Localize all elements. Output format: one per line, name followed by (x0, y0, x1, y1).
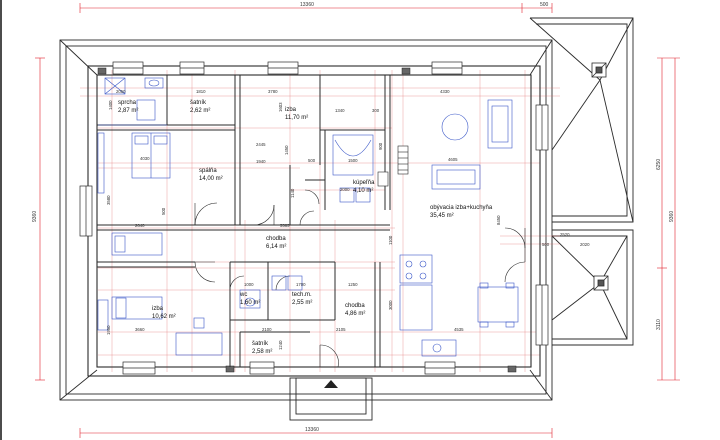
dim-label: 2105 (336, 327, 346, 332)
dim-label: 2020 (580, 242, 590, 247)
dim-label: 4030 (140, 156, 150, 161)
room-name: izba (285, 107, 297, 113)
dim-label: 1100 (388, 235, 393, 245)
stove (399, 254, 433, 284)
overall-dimensions (35, 3, 680, 438)
room-area: 10,62 m² (152, 314, 176, 320)
room-labels: sprcha 2,87 m² šatník 2,62 m² izba 11,70… (118, 100, 493, 355)
room-area: 1,60 m² (240, 300, 260, 306)
sink-shower (144, 77, 164, 89)
roof-outline (59, 17, 634, 421)
dim-overall-top-right: 500 (540, 2, 549, 8)
room-area: 11,70 m² (285, 115, 308, 121)
kitchen-sink (421, 339, 457, 357)
room-area: 4,86 m² (345, 311, 365, 317)
dim-label: 4605 (448, 157, 458, 162)
doors (194, 189, 526, 368)
dim-label: 2520 (560, 232, 570, 237)
dim-label: 900 (378, 142, 383, 150)
radiators (377, 145, 409, 187)
dining-table (441, 113, 469, 141)
wall-vents (97, 67, 517, 373)
dim-label: 1340 (335, 108, 345, 113)
room-area: 2,62 m² (190, 108, 210, 114)
shower-tray (104, 77, 126, 95)
room-name: sprcha (118, 100, 137, 106)
interior-walls (97, 75, 391, 367)
dim-label: 2000 (340, 187, 350, 192)
room-area: 14,00 m² (199, 176, 223, 182)
dim-label: 300 (372, 108, 380, 113)
dim-label: 1250 (348, 282, 358, 287)
dim-overall-top: 13360 (300, 2, 314, 8)
dim-label: 1603 (278, 102, 283, 112)
room-name: tech.m. (292, 292, 312, 298)
wc-toilet (239, 289, 261, 309)
dim-label: 1950 (106, 325, 111, 335)
dim-label: 8450 (496, 215, 501, 225)
dim-label: 1400 (108, 100, 113, 110)
dim-label: 500 (161, 207, 166, 215)
room-name: šatník (190, 100, 207, 106)
dim-label: 2640 (135, 223, 145, 228)
dim-label: 1450 (284, 145, 289, 155)
dim-label: 5585 (280, 223, 290, 228)
room-name: izba (152, 306, 164, 312)
dim-label: 1000 (244, 282, 254, 287)
dim-label: 1140 (290, 188, 295, 198)
desk-bottom (175, 332, 223, 356)
exterior-walls (87, 65, 541, 377)
room-name: obývacia izba+kuchyňa (430, 205, 493, 211)
dim-label: 1810 (196, 89, 206, 94)
dim-left-height: 9360 (32, 211, 38, 222)
dim-label: 3580 (106, 195, 111, 205)
dim-label: 1240 (278, 340, 283, 350)
room-name: chodba (345, 303, 365, 309)
dim-label: 4330 (440, 89, 450, 94)
room-name: chodba (266, 236, 286, 242)
room-area: 2,58 m² (252, 349, 272, 355)
dim-right-height-b: 9360 (669, 211, 675, 222)
room-area: 6,14 m² (266, 244, 286, 250)
dim-label: 500 (308, 158, 316, 163)
dim-label: 3780 (268, 89, 278, 94)
dim-right-height-c: 3110 (656, 319, 662, 330)
room-name: wc (239, 292, 247, 298)
entrance-arrow-icon (324, 380, 338, 388)
windows (79, 61, 549, 375)
dim-label: 1500 (348, 158, 358, 163)
bed-bottom (111, 232, 163, 256)
toilet-bath (339, 187, 355, 203)
dim-overall-bottom: 13360 (305, 427, 319, 433)
dim-label: 2445 (256, 142, 266, 147)
room-name: kúpeľňa (353, 180, 375, 186)
room-area: 35,45 m² (430, 213, 454, 219)
dim-label: 500 (542, 242, 550, 247)
dim-label: 1940 (256, 159, 266, 164)
room-area: 2,87 m² (118, 108, 138, 114)
sofa (487, 99, 513, 149)
kitchen-table (477, 286, 519, 323)
corner-bath (332, 134, 374, 176)
dim-label: 3660 (135, 327, 145, 332)
dim-label: 4535 (454, 327, 464, 332)
room-area: 4,10 m² (353, 188, 373, 194)
dim-label: 2050 (116, 89, 126, 94)
dim-label: 1700 (296, 282, 306, 287)
tv-unit (431, 164, 481, 190)
room-name: šatník (252, 341, 269, 347)
dim-label: 2100 (262, 327, 272, 332)
chimney-icons (591, 62, 609, 291)
room-area: 2,55 m² (292, 300, 312, 306)
furniture (97, 77, 519, 357)
dim-label: 3000 (388, 300, 393, 310)
room-name: spálňa (199, 168, 217, 174)
dim-right-height-a: 6250 (656, 159, 662, 170)
